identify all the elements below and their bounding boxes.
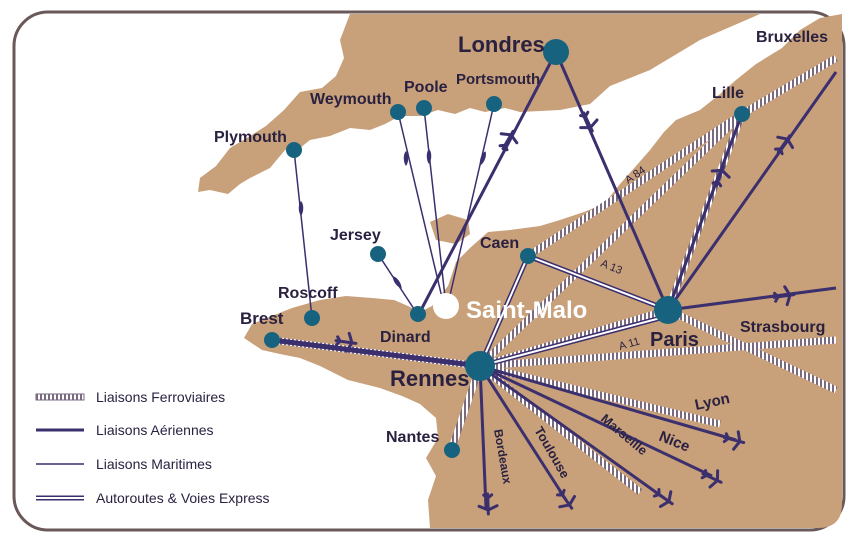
node-rennes[interactable] — [465, 351, 495, 381]
node-londres[interactable] — [543, 39, 569, 65]
node-nantes[interactable] — [444, 442, 460, 458]
node-brest[interactable] — [264, 332, 280, 348]
rail-rennes-marseille — [477, 363, 643, 495]
legend-sea-label: Liaisons Maritimes — [96, 456, 212, 472]
label-dinard: Dinard — [380, 329, 431, 346]
legend-road-label: Autoroutes & Voies Express — [96, 490, 270, 506]
node-weymouth[interactable] — [390, 104, 406, 120]
node-lille[interactable] — [734, 106, 750, 122]
node-jersey[interactable] — [370, 246, 386, 262]
label-jersey: Jersey — [330, 227, 381, 244]
label-weymouth: Weymouth — [310, 91, 391, 108]
label-caen: Caen — [480, 235, 519, 252]
air-routes — [271, 51, 838, 509]
legend-air-label: Liaisons Aériennes — [96, 422, 214, 438]
label-paris: Paris — [650, 329, 699, 351]
node-dinard[interactable] — [410, 306, 426, 322]
node-poole[interactable] — [416, 100, 432, 116]
label-lille: Lille — [712, 85, 744, 102]
node-caen[interactable] — [520, 248, 536, 264]
legend-rail-label: Liaisons Ferroviaires — [96, 389, 225, 405]
land-masses — [198, 14, 842, 528]
cotentin — [470, 170, 600, 220]
rail-lille-bruxelles — [740, 54, 838, 118]
label-londres: Londres — [458, 32, 545, 57]
node-saint-malo[interactable] — [433, 293, 459, 319]
legend-rail-swatch — [35, 393, 85, 401]
rail-rennes-lille — [477, 111, 745, 369]
legend: Liaisons Ferroviaires Liaisons Aériennes… — [35, 389, 270, 506]
label-lyon: Lyon — [693, 390, 731, 414]
label-roscoff: Roscoff — [278, 285, 338, 302]
england-land — [198, 14, 760, 194]
label-brest: Brest — [240, 309, 284, 328]
city-labels: Londres Bruxelles Lille Poole Portsmouth… — [214, 29, 828, 485]
label-rennes: Rennes — [390, 366, 469, 391]
node-plymouth[interactable] — [286, 142, 302, 158]
road-label-a11: A 11 — [618, 335, 642, 352]
node-paris[interactable] — [654, 296, 682, 324]
city-nodes — [264, 39, 750, 458]
rail-caen-lille — [526, 111, 744, 259]
label-nantes: Nantes — [386, 429, 439, 446]
rail-rennes-lyon — [479, 362, 721, 428]
label-portsmouth: Portsmouth — [456, 71, 540, 88]
sea-routes — [293, 103, 495, 319]
label-saint-malo: Saint-Malo — [466, 297, 587, 324]
france-land — [244, 14, 842, 528]
label-strasbourg: Strasbourg — [740, 319, 825, 336]
label-poole: Poole — [404, 79, 448, 96]
node-roscoff[interactable] — [304, 310, 320, 326]
node-portsmouth[interactable] — [486, 96, 502, 112]
label-bruxelles: Bruxelles — [756, 29, 828, 46]
label-plymouth: Plymouth — [214, 129, 287, 146]
rail-rennes-strasbourg — [479, 336, 837, 370]
rail-paris-strasbourg — [666, 306, 838, 394]
